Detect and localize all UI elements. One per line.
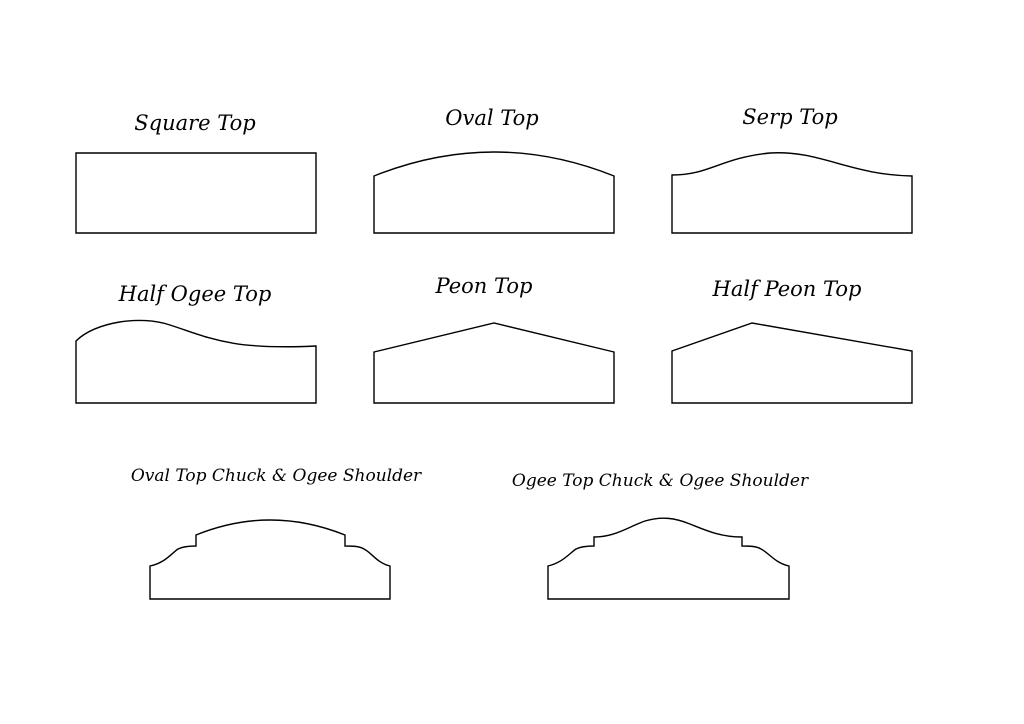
square-top-label: Square Top [134, 111, 255, 135]
serp-top-outline [671, 152, 913, 234]
oval-top-figure: Oval Top [373, 106, 615, 234]
oval-top-label: Oval Top [445, 106, 538, 130]
half-ogee-top-label: Half Ogee Top [118, 282, 272, 306]
square-top-figure: Square Top [75, 111, 317, 234]
peon-top-label: Peon Top [435, 274, 533, 298]
half-peon-top-label: Half Peon Top [712, 277, 862, 301]
oval-top-chuck-ogee-shoulder-figure: Oval Top Chuck & Ogee Shoulder [131, 466, 422, 600]
oval-top-chuck-ogee-shoulder-outline [149, 519, 391, 600]
half-peon-top-outline [671, 322, 913, 404]
square-top-outline [75, 152, 317, 234]
peon-top-outline [373, 322, 615, 404]
serp-top-label: Serp Top [742, 105, 837, 129]
oval-top-outline [373, 151, 615, 234]
serp-top-figure: Serp Top [671, 105, 913, 234]
half-peon-top-figure: Half Peon Top [671, 277, 913, 404]
half-ogee-top-figure: Half Ogee Top [75, 282, 317, 404]
ogee-top-chuck-ogee-shoulder-figure: Ogee Top Chuck & Ogee Shoulder [512, 471, 809, 600]
oval-top-chuck-ogee-shoulder-label: Oval Top Chuck & Ogee Shoulder [131, 466, 422, 486]
peon-top-figure: Peon Top [373, 274, 615, 404]
ogee-top-chuck-ogee-shoulder-label: Ogee Top Chuck & Ogee Shoulder [512, 471, 809, 491]
half-ogee-top-outline [75, 319, 317, 404]
ogee-top-chuck-ogee-shoulder-outline [547, 517, 790, 600]
